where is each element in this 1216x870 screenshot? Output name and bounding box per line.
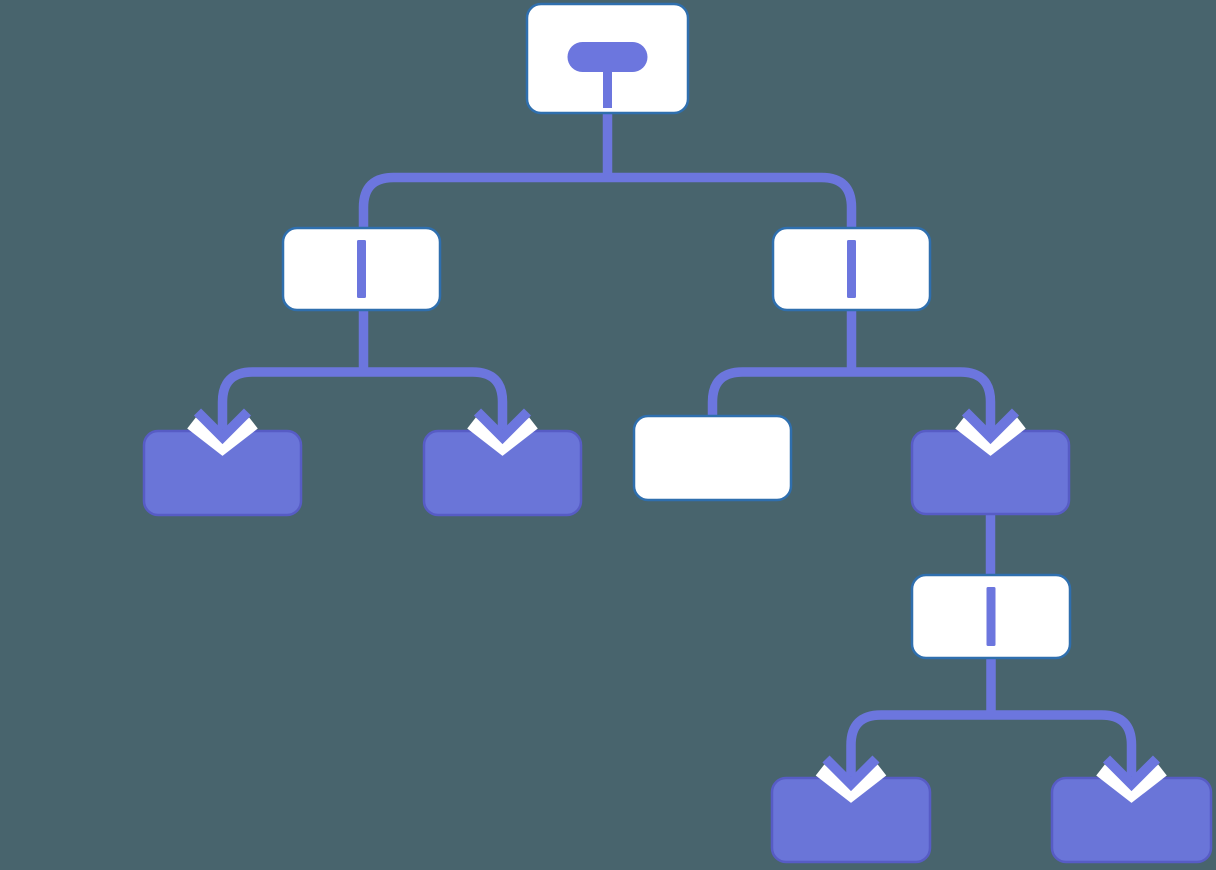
- connector-bottom-bar: [846, 710, 1137, 783]
- node-leaf-1[interactable]: [142, 429, 303, 517]
- node-leaf-white-box[interactable]: [632, 414, 793, 502]
- node-leaf-2-box[interactable]: [422, 429, 583, 517]
- root-pill-stem: [603, 70, 612, 108]
- node-leaf-white[interactable]: [632, 414, 793, 502]
- node-root[interactable]: [525, 2, 690, 115]
- node-branch-left-divider-line: [357, 240, 366, 298]
- node-leaf-1-box[interactable]: [142, 429, 303, 517]
- root-pill-icon: [567, 42, 648, 72]
- node-branch-right-divider-line: [847, 240, 856, 298]
- node-branch-bottom[interactable]: [910, 573, 1072, 660]
- node-leaf-2[interactable]: [422, 429, 583, 517]
- connector-left-bar: [217, 367, 508, 436]
- node-branch-left[interactable]: [281, 226, 442, 312]
- node-branch-right[interactable]: [771, 226, 932, 312]
- node-node-right[interactable]: [910, 429, 1071, 516]
- node-branch-bottom-divider-line: [986, 587, 996, 646]
- node-node-right-box[interactable]: [910, 429, 1071, 516]
- connector-top-bar: [358, 172, 857, 228]
- node-leaf-3[interactable]: [770, 776, 932, 864]
- node-leaf-4[interactable]: [1050, 776, 1213, 864]
- node-leaf-4-box[interactable]: [1050, 776, 1213, 864]
- node-leaf-3-box[interactable]: [770, 776, 932, 864]
- connector-right-bar: [707, 367, 996, 436]
